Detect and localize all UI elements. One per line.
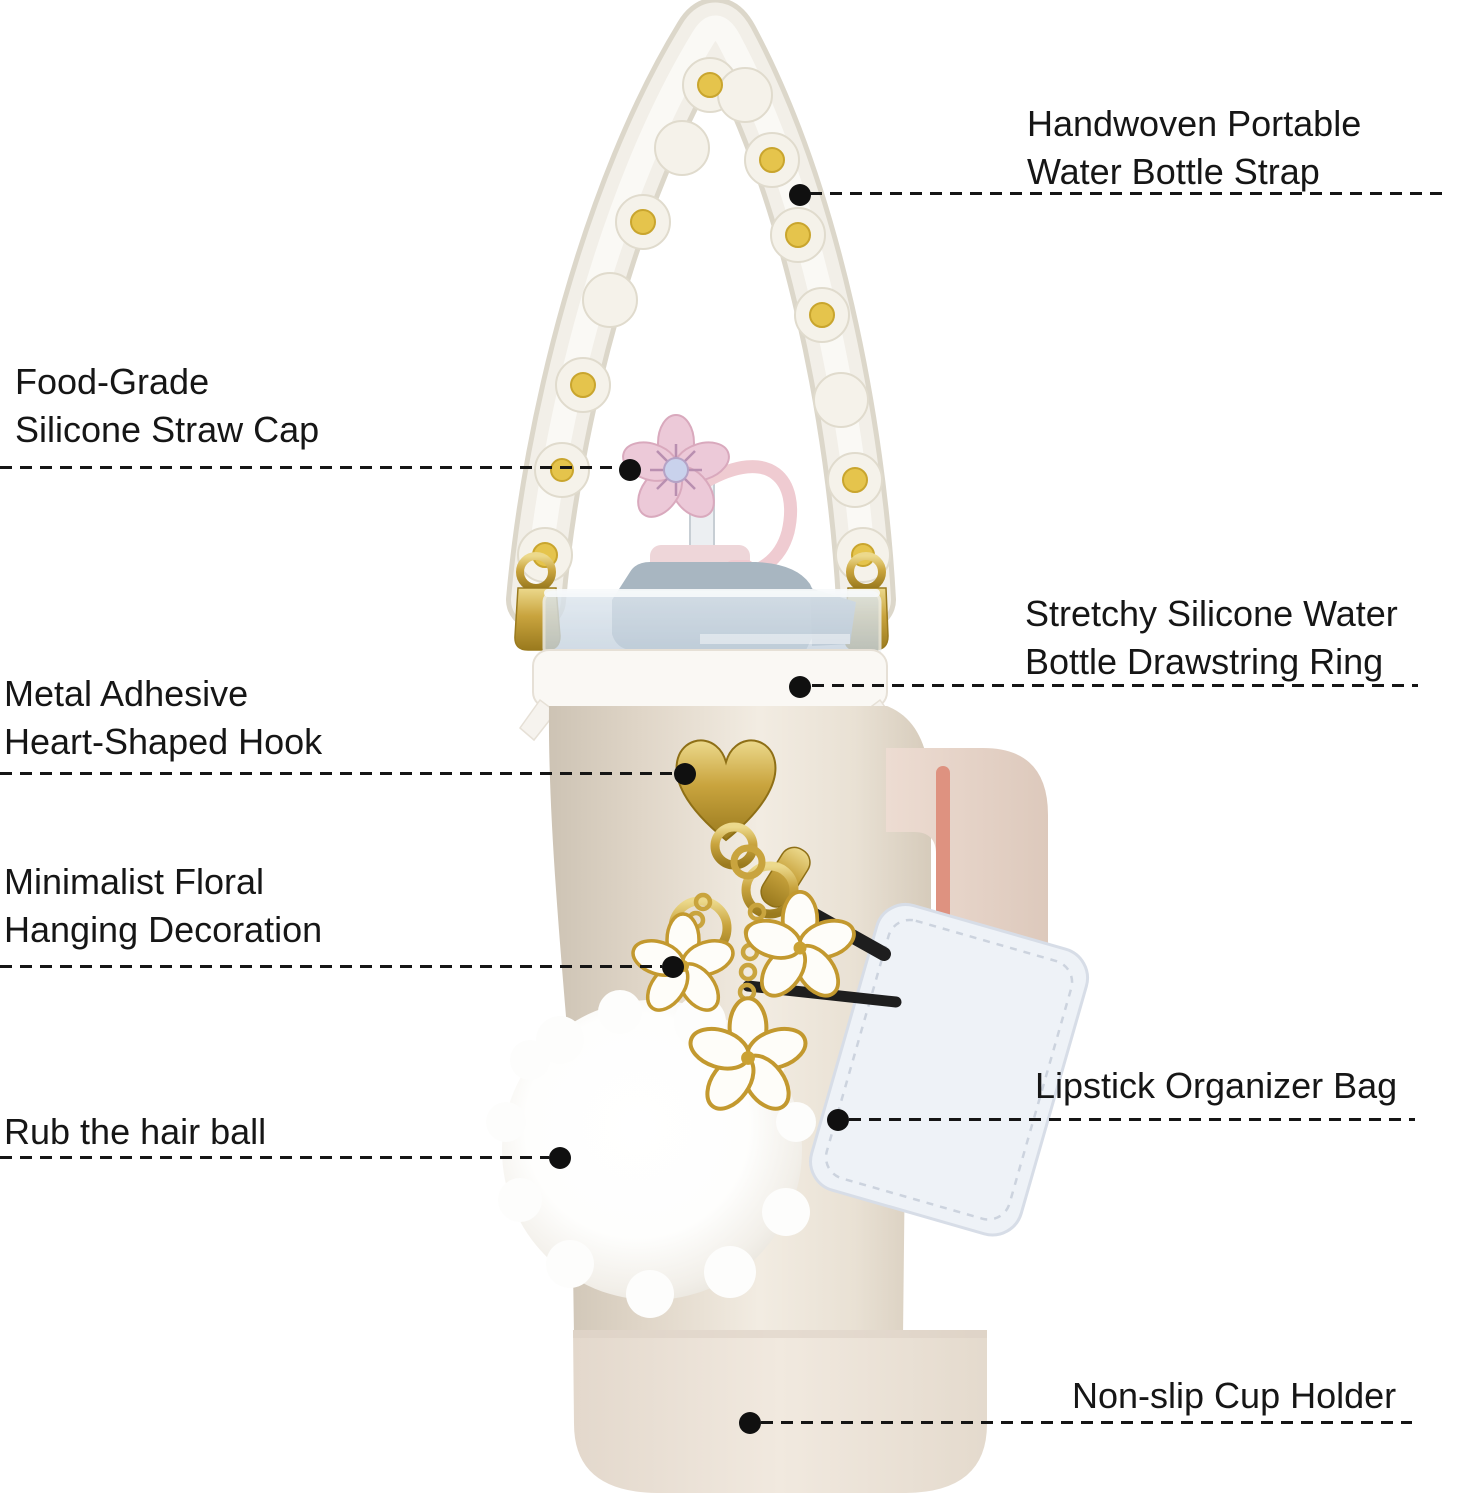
daisy-charm: [688, 996, 808, 1111]
lipstick-bag: [809, 903, 1090, 1237]
label-line: Bottle Drawstring Ring: [1025, 641, 1384, 682]
leader-line: [0, 965, 662, 968]
label-line: Silicone Straw Cap: [15, 409, 320, 450]
label-line: Hanging Decoration: [4, 909, 323, 950]
leader-line: [810, 192, 1448, 195]
label-line: Rub the hair ball: [4, 1111, 267, 1152]
anchor-dot: [827, 1109, 849, 1131]
callout-cup-holder-label: Non-slip Cup Holder: [1072, 1372, 1396, 1420]
leader-line: [0, 772, 674, 775]
callout-strap-label: Handwoven Portable Water Bottle Strap: [1027, 100, 1361, 196]
leader-line: [0, 466, 620, 469]
callout-heart-hook-label: Metal Adhesive Heart-Shaped Hook: [4, 670, 322, 766]
callout-straw-cap-label: Food-Grade Silicone Straw Cap: [15, 358, 319, 454]
callout-pom-pom-label: Rub the hair ball: [4, 1108, 266, 1156]
callout-lipstick-bag-label: Lipstick Organizer Bag: [1035, 1062, 1397, 1110]
callout-floral-decoration-label: Minimalist Floral Hanging Decoration: [4, 858, 322, 954]
label-line: Stretchy Silicone Water: [1025, 593, 1398, 634]
leader-line: [0, 1156, 549, 1159]
anchor-dot: [739, 1412, 761, 1434]
daisy-charm: [744, 889, 856, 998]
label-line: Lipstick Organizer Bag: [1035, 1065, 1398, 1106]
label-line: Food-Grade: [15, 361, 210, 402]
label-line: Non-slip Cup Holder: [1072, 1375, 1397, 1416]
label-line: Heart-Shaped Hook: [4, 721, 323, 762]
leader-line: [849, 1118, 1415, 1121]
label-line: Metal Adhesive: [4, 673, 249, 714]
anchor-dot: [619, 459, 641, 481]
label-line: Water Bottle Strap: [1027, 151, 1320, 192]
flower-straw-cap: [622, 414, 798, 581]
cup-holder: [573, 1330, 987, 1493]
callout-drawstring-ring-label: Stretchy Silicone Water Bottle Drawstrin…: [1025, 590, 1398, 686]
anchor-dot: [674, 763, 696, 785]
anchor-dot: [662, 956, 684, 978]
anchor-dot: [789, 184, 811, 206]
tumbler-lid: [542, 562, 882, 660]
leader-line: [761, 1421, 1412, 1424]
label-line: Minimalist Floral: [4, 861, 265, 902]
anchor-dot: [549, 1147, 571, 1169]
label-line: Handwoven Portable: [1027, 103, 1362, 144]
leader-line: [812, 684, 1418, 687]
anchor-dot: [789, 676, 811, 698]
daisy-strap: [506, 0, 896, 630]
